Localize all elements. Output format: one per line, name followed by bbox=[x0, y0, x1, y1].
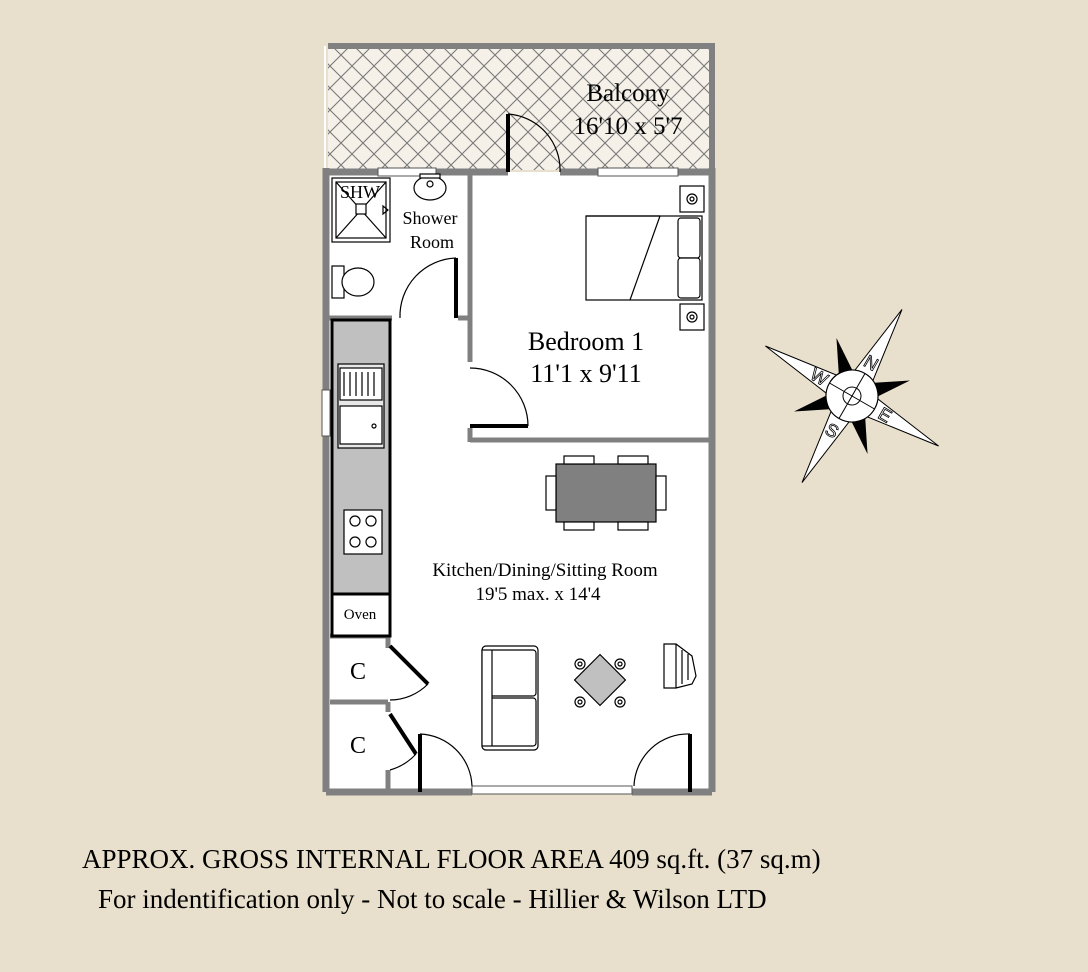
sofa bbox=[481, 645, 539, 751]
coffee-table bbox=[573, 653, 627, 708]
shower-room-name-line1: Shower bbox=[403, 208, 458, 228]
balcony-name: Balcony bbox=[586, 80, 670, 107]
kitchen-counter bbox=[330, 318, 392, 638]
cupboard-2-label: C bbox=[350, 733, 366, 759]
living-room-name: Kitchen/Dining/Sitting Room bbox=[432, 560, 658, 581]
windows bbox=[321, 167, 679, 795]
shower-room-fixtures bbox=[331, 173, 447, 299]
basin bbox=[413, 175, 447, 201]
compass-rose: N E S W bbox=[765, 309, 939, 483]
toilet-bowl bbox=[341, 267, 375, 297]
outer-walls bbox=[322, 168, 716, 796]
disclaimer-caption: For indentification only - Not to scale … bbox=[98, 884, 767, 914]
bedroom-size: 11'1 x 9'11 bbox=[530, 359, 641, 388]
floor-area-caption: APPROX. GROSS INTERNAL FLOOR AREA 409 sq… bbox=[82, 844, 821, 874]
bedroom-name: Bedroom 1 bbox=[528, 327, 644, 356]
oven-label: Oven bbox=[344, 607, 377, 623]
balcony: Balcony 16'10 x 5'7 bbox=[324, 43, 715, 170]
shower-room-name-line2: Room bbox=[410, 232, 454, 252]
balcony-size: 16'10 x 5'7 bbox=[573, 113, 682, 140]
shower-tag: SHW bbox=[340, 182, 380, 202]
dining-table bbox=[545, 455, 667, 531]
bed bbox=[585, 185, 705, 331]
cupboard-1-label: C bbox=[350, 659, 366, 685]
oven-box bbox=[330, 592, 392, 638]
hob bbox=[343, 509, 383, 555]
living-room-size: 19'5 max. x 14'4 bbox=[475, 584, 601, 605]
armchair bbox=[663, 643, 697, 689]
doors bbox=[388, 113, 692, 792]
